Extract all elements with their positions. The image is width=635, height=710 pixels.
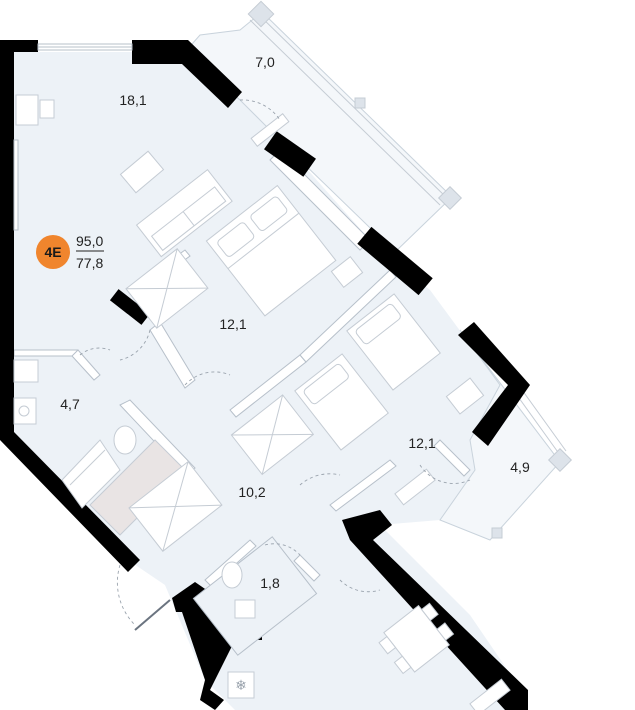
- room-area-hallway: 10,2: [238, 484, 265, 500]
- balcony-right-floor: [439, 329, 561, 541]
- balcony-post: [247, 0, 275, 28]
- desk-2: [445, 377, 485, 415]
- shower: [61, 439, 121, 509]
- doors: [79, 99, 471, 631]
- double-bed: [205, 184, 337, 317]
- washing-machine: [13, 359, 39, 383]
- wall-segment: [109, 289, 151, 325]
- wc-sink: [234, 599, 256, 619]
- toilet: [113, 425, 137, 455]
- dining-set: [378, 602, 455, 675]
- wall-left: [0, 40, 140, 572]
- apartment-badge: 4E 95,0 77,8: [36, 233, 104, 271]
- bedroom-1-furniture: [125, 184, 364, 329]
- single-bed-1: [346, 293, 441, 391]
- balcony-post: [437, 185, 463, 211]
- chair: [39, 99, 55, 119]
- room-area-bedroom-2: 12,1: [408, 435, 435, 451]
- wall-right: [458, 322, 530, 446]
- window-left: [13, 139, 19, 231]
- bathroom-fixtures: [13, 359, 186, 536]
- kitchen-furniture: ❄: [227, 602, 511, 710]
- window-top: [37, 43, 133, 51]
- wc-fixtures: [192, 536, 318, 656]
- desk: [15, 94, 39, 126]
- nightstand: [330, 256, 364, 288]
- sofa: [135, 168, 233, 258]
- coffee-table: [119, 150, 165, 194]
- bedroom-2-furniture: [230, 293, 485, 506]
- room-area-wc: 1,8: [260, 575, 280, 591]
- living-furniture: [15, 94, 290, 258]
- sink-basin: [18, 405, 30, 417]
- living-area: 77,8: [76, 255, 103, 271]
- single-bed-2: [294, 353, 389, 451]
- wall-top-right: [132, 40, 242, 108]
- room-area-bedroom-1: 12,1: [219, 316, 246, 332]
- wc-toilet: [221, 561, 243, 589]
- room-area-balcony-right: 4,9: [510, 459, 530, 475]
- room-labels: 18,1 7,0 12,1 4,7 12,1 4,9 10,2 1,8: [60, 54, 530, 591]
- balcony-post: [547, 447, 573, 473]
- wardrobe: [125, 248, 209, 329]
- wardrobe-2: [230, 394, 315, 476]
- apartment-code: 4E: [44, 244, 61, 260]
- wall-segment: [264, 131, 316, 177]
- balcony-post: [491, 527, 503, 539]
- apartment-code-circle: [36, 235, 70, 269]
- total-area: 95,0: [76, 233, 103, 249]
- shoe-cabinet: [394, 468, 436, 506]
- room-area-balcony-top: 7,0: [255, 54, 275, 70]
- fridge: [227, 671, 255, 699]
- tv-stand: [250, 113, 290, 147]
- hall-wardrobe: [128, 461, 223, 552]
- room-area-bathroom: 4,7: [60, 396, 80, 412]
- wall-segment: [357, 226, 433, 296]
- room-area-living: 18,1: [119, 92, 146, 108]
- balcony-post: [354, 97, 366, 109]
- kitchen-counter: [469, 678, 511, 710]
- snowflake-icon: ❄: [235, 678, 247, 694]
